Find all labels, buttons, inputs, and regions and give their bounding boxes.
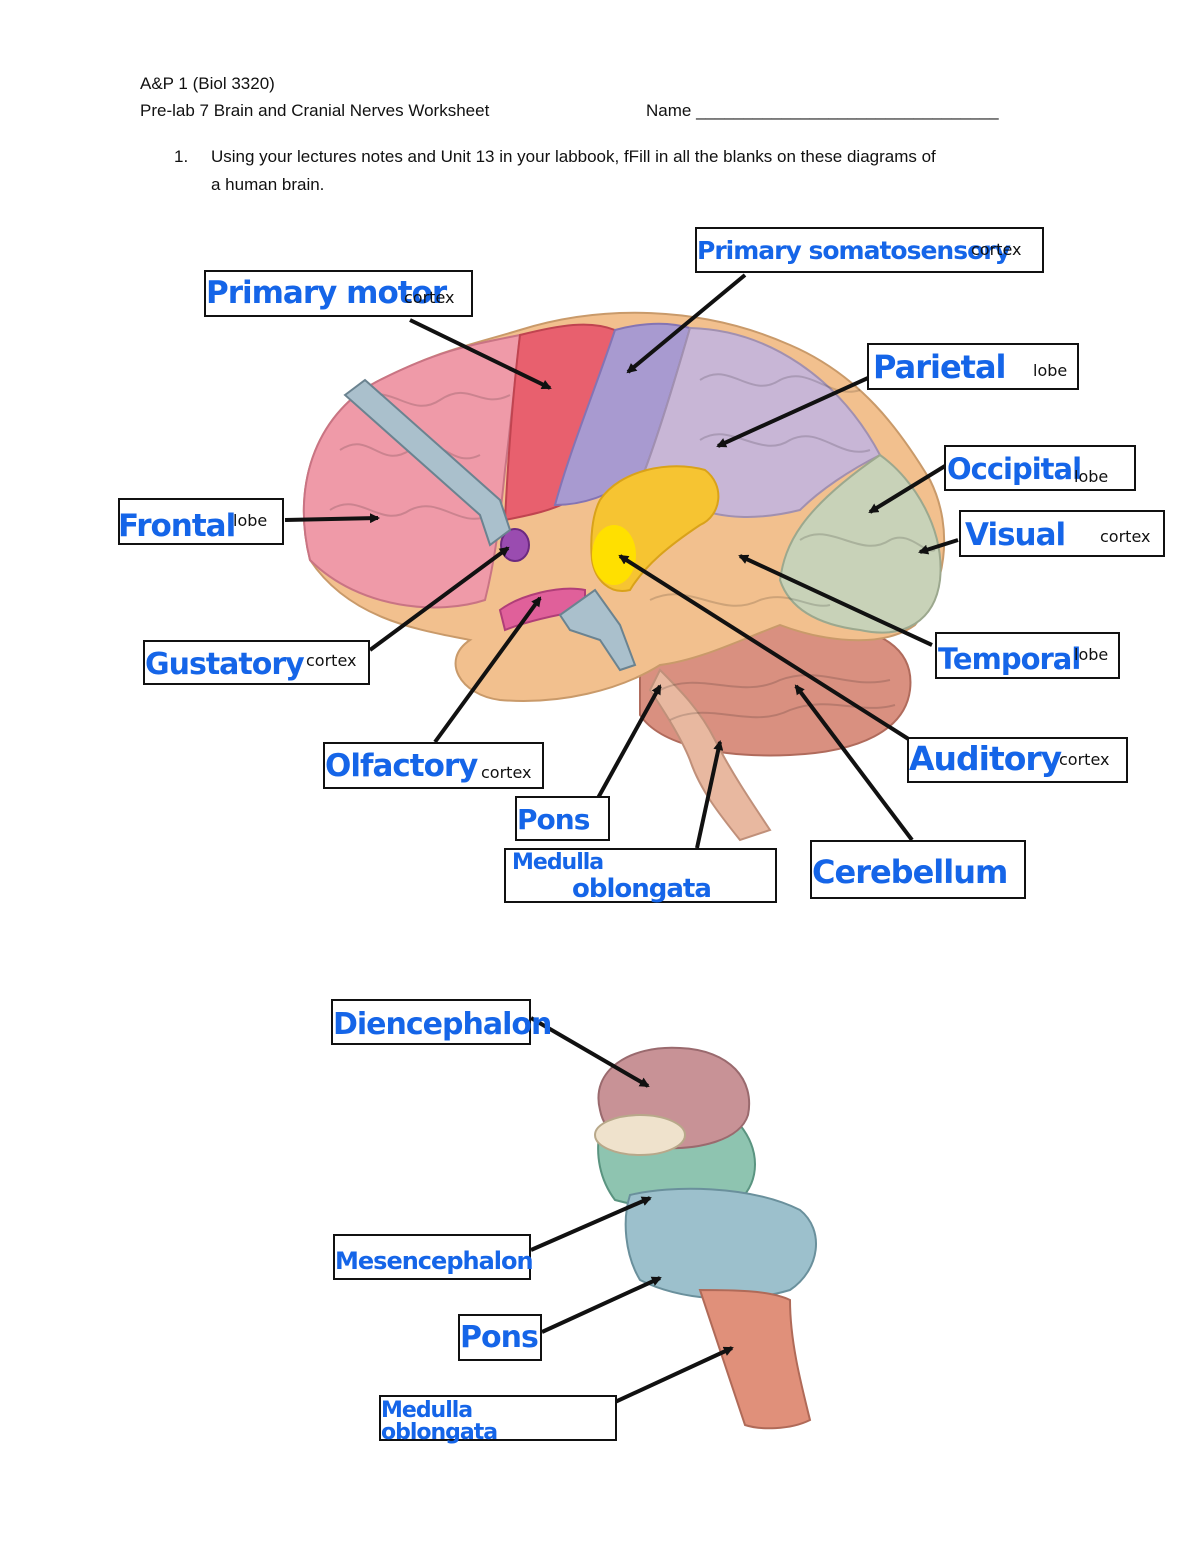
parietal-answer: Parietal xyxy=(873,348,1006,386)
primary-somatosensory-answer: Primary somatosensory xyxy=(697,236,1011,265)
visual-suffix: cortex xyxy=(1100,527,1151,546)
auditory-answer: Auditory xyxy=(909,739,1062,778)
primary-motor-answer: Primary motor xyxy=(206,275,447,311)
brainstem-medulla-label-box[interactable] xyxy=(379,1395,617,1441)
olfactory-answer: Olfactory xyxy=(325,748,478,784)
primary-motor-label-box[interactable] xyxy=(204,270,473,317)
temporal-suffix: lobe xyxy=(1074,645,1109,664)
temporal-answer: Temporal xyxy=(938,642,1081,676)
medulla-answer-line-2: oblongata xyxy=(572,874,712,904)
mesencephalon-answer: Mesencephalon xyxy=(335,1247,534,1275)
mesencephalon-label-box[interactable] xyxy=(333,1234,531,1280)
brainstem-medulla-answer-line-1: Medulla xyxy=(381,1398,473,1423)
pons-label-box[interactable] xyxy=(515,796,610,841)
worksheet-title: Pre-lab 7 Brain and Cranial Nerves Works… xyxy=(140,101,490,120)
primary-somatosensory-label-box[interactable] xyxy=(695,227,1044,273)
gustatory-suffix: cortex xyxy=(306,651,357,670)
frontal-suffix: lobe xyxy=(233,511,268,530)
olfactory-suffix: cortex xyxy=(481,763,532,782)
gustatory-label-box[interactable] xyxy=(143,640,370,685)
pons-answer: Pons xyxy=(517,803,590,836)
brainstem-pons-answer: Pons xyxy=(460,1320,539,1355)
frontal-lobe-region xyxy=(302,333,522,609)
medulla-label-box[interactable] xyxy=(504,848,777,903)
brainstem-medulla-answer-line-2: oblongata xyxy=(381,1420,498,1445)
course-title: A&P 1 (Biol 3320) xyxy=(140,74,275,93)
occipital-lobe-region xyxy=(778,453,942,634)
parietal-suffix: lobe xyxy=(1033,361,1068,380)
primary-motor-suffix: cortex xyxy=(404,288,455,307)
occipital-label-box[interactable] xyxy=(944,445,1136,491)
brainstem-region xyxy=(648,668,772,842)
cerebellum-label-box[interactable] xyxy=(810,840,1026,899)
instruction-line-1: Using your lectures notes and Unit 13 in… xyxy=(211,147,936,166)
medulla-region xyxy=(698,1288,812,1430)
instruction-number: 1. xyxy=(174,147,189,166)
medulla-answer-line-1: Medulla xyxy=(512,850,604,875)
diencephalon-label-box[interactable] xyxy=(331,999,531,1045)
brainstem-illustration xyxy=(594,1046,817,1430)
visual-label-box[interactable] xyxy=(959,510,1165,557)
pons-region xyxy=(624,1187,817,1300)
gustatory-answer: Gustatory xyxy=(145,647,305,682)
occipital-suffix: lobe xyxy=(1074,467,1109,486)
temporal-label-box[interactable] xyxy=(935,632,1120,679)
frontal-label-box[interactable] xyxy=(118,498,284,545)
cerebellum-answer: Cerebellum xyxy=(812,853,1008,891)
retractor-tool-lower xyxy=(558,588,637,672)
auditory-suffix: cortex xyxy=(1059,750,1110,769)
lateral-brain-illustration xyxy=(302,311,946,842)
visual-answer: Visual xyxy=(965,517,1066,553)
parietal-label-box[interactable] xyxy=(867,343,1079,390)
primary-somatosensory-suffix: cortex xyxy=(971,240,1022,259)
occipital-answer: Occipital xyxy=(947,452,1082,486)
retractor-tool-upper xyxy=(343,378,512,547)
label-arrows xyxy=(284,273,959,1404)
auditory-label-box[interactable] xyxy=(907,737,1128,783)
name-field[interactable]: Name ________________________________ xyxy=(646,101,999,120)
frontal-answer: Frontal xyxy=(118,508,236,544)
brainstem-pons-label-box[interactable] xyxy=(458,1314,542,1361)
olfactory-label-box[interactable] xyxy=(323,742,544,789)
instruction-line-2: a human brain. xyxy=(211,175,325,194)
diencephalon-answer: Diencephalon xyxy=(333,1007,552,1042)
